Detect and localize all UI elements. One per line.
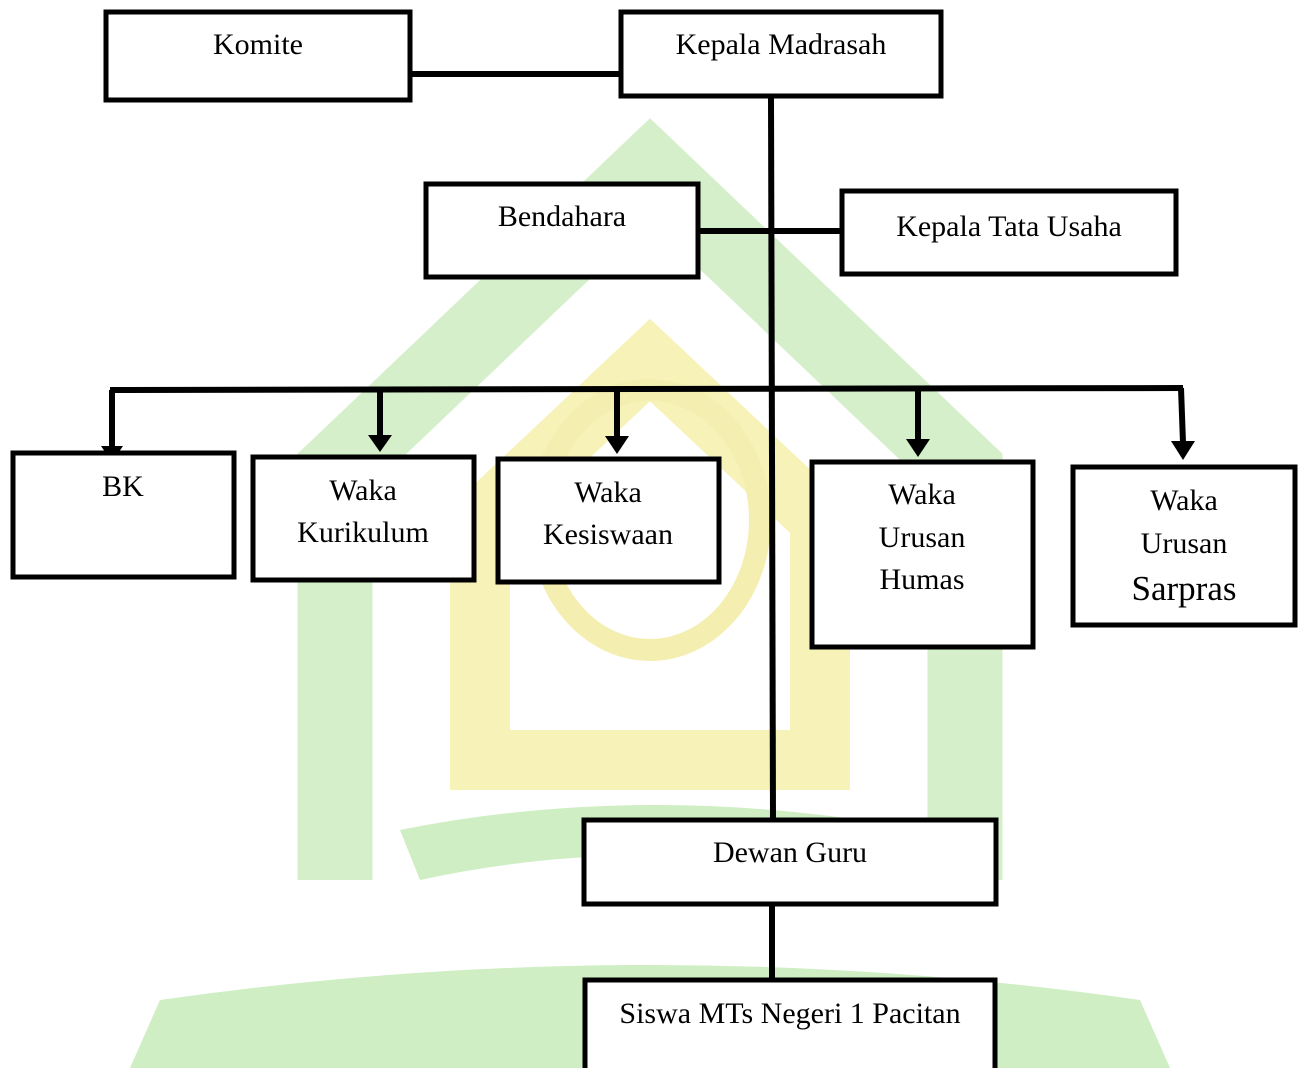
node-komite: Komite [103,9,413,103]
node-label: Komite [213,28,303,61]
node-bk: BK [10,450,237,580]
connector-main-trunk [768,96,776,821]
node-waka-kurikulum: Waka Kurikulum [250,454,477,583]
arrow-kesiswaan-head [605,436,629,454]
node-waka-kesiswaan: Waka Kesiswaan [495,456,722,585]
node-label-line-3: Sarpras [1132,569,1237,608]
node-label-line-2: Kurikulum [297,516,429,549]
node-label-line-1: Waka [574,476,642,509]
node-label-line-1: Waka [888,478,956,511]
connector-waka-bus [109,385,1184,393]
node-label: Siswa MTs Negeri 1 Pacitan [619,997,960,1030]
node-label-line-2: Urusan [879,521,966,554]
node-label-line-1: Waka [329,474,397,507]
node-label: BK [102,470,144,503]
arrow-humas-head [906,439,930,457]
node-kepala-tata-usaha: Kepala Tata Usaha [839,188,1179,277]
arrow-sarpras-head [1171,441,1195,460]
node-label: Bendahara [498,200,626,233]
arrow-kurikulum-head [368,435,392,452]
arrow-sarpras-shaft [1178,387,1186,444]
node-kepala-madrasah: Kepala Madrasah [618,9,944,99]
node-label: Kepala Tata Usaha [896,210,1122,243]
node-waka-sarpras: Waka Urusan Sarpras [1070,464,1298,628]
node-label-line-2: Urusan [1141,527,1228,560]
node-label-line-3: Humas [880,563,965,596]
node-label-line-1: Waka [1150,484,1218,517]
node-label: Dewan Guru [713,836,867,869]
node-dewan-guru: Dewan Guru [581,817,999,907]
node-siswa: Siswa MTs Negeri 1 Pacitan [582,977,998,1068]
node-waka-humas: Waka Urusan Humas [809,459,1036,650]
node-label-line-2: Kesiswaan [543,518,673,551]
node-label: Kepala Madrasah [676,28,887,61]
node-bendahara: Bendahara [423,181,701,280]
